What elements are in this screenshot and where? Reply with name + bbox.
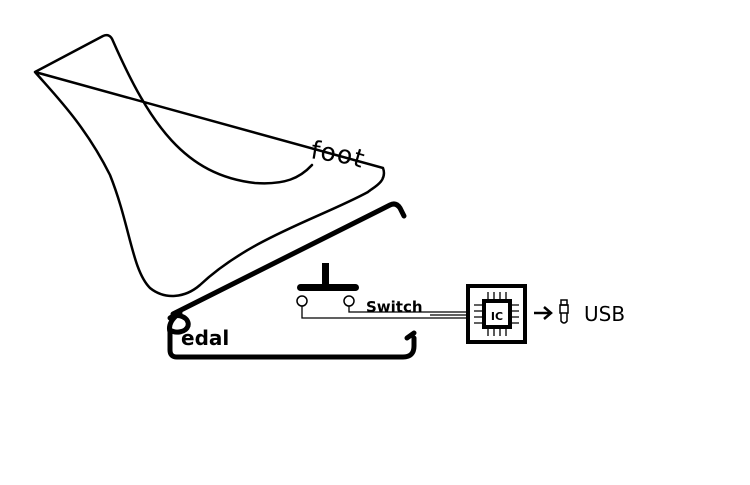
ic-chip-window [486, 303, 508, 325]
usb-plug-icon [559, 299, 569, 324]
usb-label: USB [584, 302, 625, 326]
switch-bar [297, 284, 359, 291]
switch-label: Switch [366, 298, 423, 316]
switch-wire-left [301, 306, 478, 319]
switch-plunger [322, 263, 329, 287]
foot-outline [33, 33, 386, 298]
switch-wire-right [348, 306, 478, 313]
pedal-label: edal [181, 326, 229, 350]
switch-contact-right [343, 295, 355, 307]
arrow-right-icon [534, 306, 553, 320]
pedal-outline [167, 201, 417, 360]
ic-label: IC [491, 310, 503, 323]
switch-contact-left [296, 295, 308, 307]
pedal-p-icon [167, 313, 191, 335]
